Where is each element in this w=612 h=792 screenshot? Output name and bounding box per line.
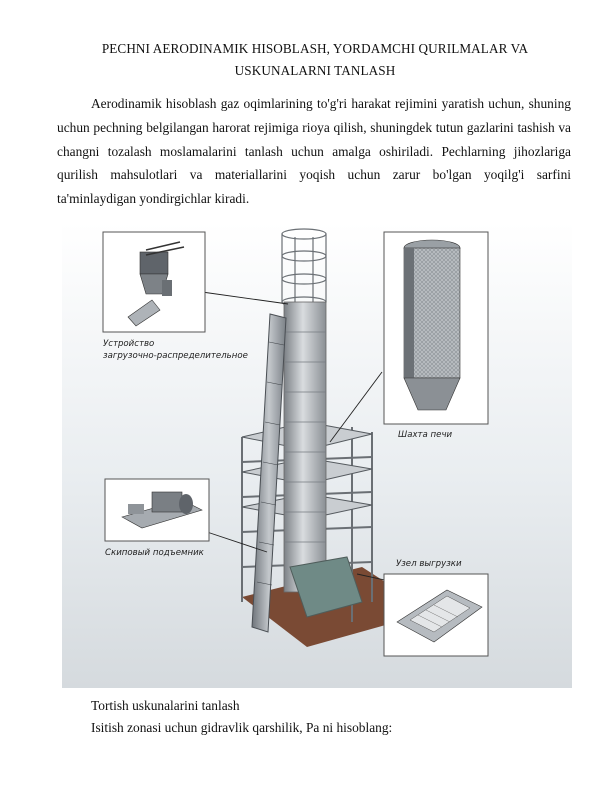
top-cage <box>281 228 327 308</box>
column-rings <box>284 331 326 543</box>
inset-skip-hoist <box>104 478 210 542</box>
inset-furnace-shaft <box>383 231 489 425</box>
label-furnace-shaft: Шахта печи <box>398 430 453 440</box>
furnace-base <box>289 556 363 618</box>
furnace-illustration: Устройство загрузочно-распределительное … <box>62 222 572 688</box>
label-unloading-unit: Узел выгрузки <box>396 559 462 569</box>
furnace-figure: Устройство загрузочно-распределительное … <box>62 222 572 688</box>
document-title: PECHNI AERODINAMIK HISOBLASH, YORDAMCHI … <box>60 38 570 82</box>
inset-unloading-unit <box>383 573 489 657</box>
skip-hoist-segments <box>256 341 285 586</box>
intro-paragraph: Aerodinamik hisoblash gaz oqimlarining t… <box>57 96 571 207</box>
inset-loading-device <box>102 231 206 333</box>
furnace-column <box>283 301 327 593</box>
label-skip-hoist: Скиповый подъемник <box>105 548 205 558</box>
label-loading-device-line-2: загрузочно-распределительное <box>103 351 248 361</box>
line-after-figure-1: Tortish uskunalarini tanlash <box>91 698 240 713</box>
line-after-figure-2: Isitish zonasi uchun gidravlik qarshilik… <box>91 720 393 735</box>
skip-hoist-shaft <box>251 313 287 633</box>
label-loading-device-line-1: Устройство <box>103 339 154 349</box>
title-line-2: USKUNALARNI TANLASH <box>234 63 396 78</box>
title-line-1: PECHNI AERODINAMIK HISOBLASH, YORDAMCHI … <box>101 41 529 56</box>
